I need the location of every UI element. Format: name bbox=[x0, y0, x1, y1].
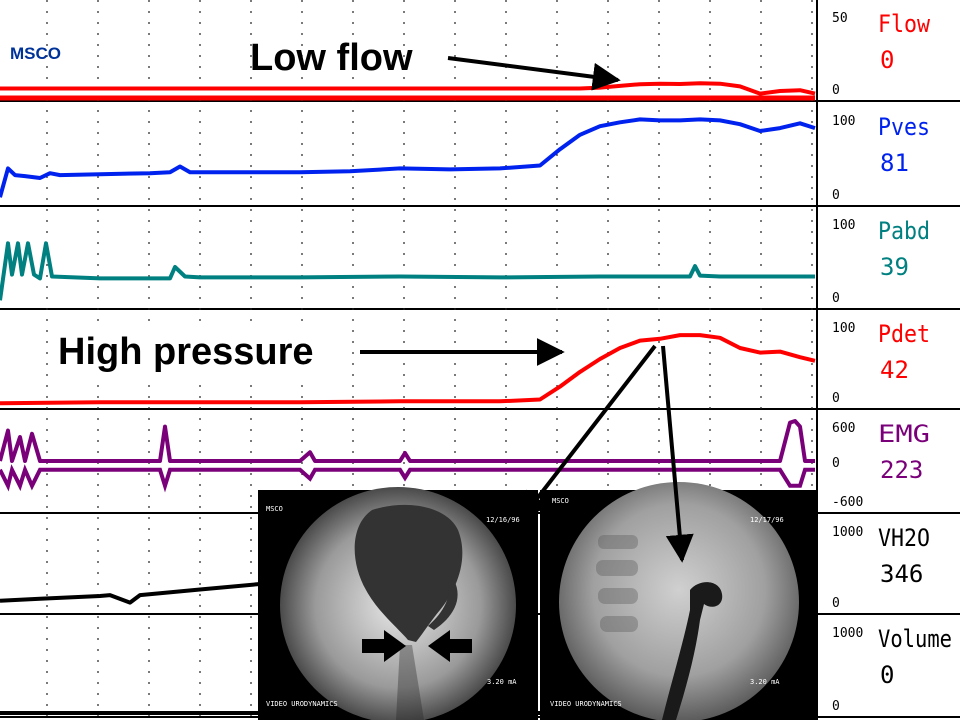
trace-pves bbox=[0, 117, 816, 198]
channel-panel: 500Flow01000Pves811000Pabd391000Pdet4260… bbox=[832, 10, 952, 714]
right-marker-arrow bbox=[428, 630, 472, 662]
scale-mid-emg: 0 bbox=[832, 456, 840, 471]
left-marker-arrow bbox=[362, 630, 406, 662]
xray-image-right: MSCO 12/17/96 3.20 mA VIDEO URODYNAMICS bbox=[540, 482, 818, 720]
label-backing bbox=[50, 325, 350, 377]
xray-left-footer: VIDEO URODYNAMICS bbox=[266, 700, 338, 708]
high-pressure-label: High pressure bbox=[58, 331, 314, 373]
channel-name-pves: Pves bbox=[878, 113, 930, 141]
scale-top-pdet: 100 bbox=[832, 321, 855, 336]
trace-pdet bbox=[0, 333, 816, 406]
trace-emg bbox=[0, 419, 815, 463]
channel-value-vh2o: 346 bbox=[880, 560, 923, 588]
channel-name-vh2o: VH2O bbox=[878, 524, 930, 552]
channel-name-emg: EMG bbox=[878, 420, 930, 448]
low-flow-arrow bbox=[447, 56, 621, 91]
scale-top-pabd: 100 bbox=[832, 218, 855, 233]
xray-right-brand: MSCO bbox=[552, 497, 569, 505]
channel-name-volume: Volume bbox=[878, 625, 952, 653]
scale-bottom-vh2o: 0 bbox=[832, 596, 840, 611]
trace-emg-lower bbox=[0, 464, 815, 493]
xray-right-footer: VIDEO URODYNAMICS bbox=[550, 700, 622, 708]
channel-value-flow: 0 bbox=[880, 46, 894, 74]
scale-bottom-pves: 0 bbox=[832, 188, 840, 203]
channel-name-flow: Flow bbox=[878, 10, 930, 38]
bladder-shape bbox=[354, 504, 463, 642]
image-pointer-arrows bbox=[520, 344, 694, 563]
trace-flow bbox=[0, 81, 816, 96]
pointer-arrow-right bbox=[661, 345, 694, 563]
low-flow-label: Low flow bbox=[250, 37, 413, 79]
channel-name-pdet: Pdet bbox=[878, 320, 930, 348]
xray-right-header: 12/17/96 bbox=[750, 516, 784, 524]
channel-value-pdet: 42 bbox=[880, 356, 909, 384]
xray-left-readout: 3.20 mA bbox=[487, 678, 517, 686]
scale-bottom-flow: 0 bbox=[832, 83, 840, 98]
channel-value-emg: 223 bbox=[880, 456, 923, 484]
channel-name-pabd: Pabd bbox=[878, 217, 930, 245]
low-flow-annotation: Low flow bbox=[250, 37, 621, 91]
channel-value-pabd: 39 bbox=[880, 253, 909, 281]
channel-value-pves: 81 bbox=[880, 149, 909, 177]
xray-right-readout: 3.20 mA bbox=[750, 678, 780, 686]
trace-pabd bbox=[0, 241, 815, 301]
scale-top-pves: 100 bbox=[832, 114, 855, 129]
channel-value-volume: 0 bbox=[880, 661, 894, 689]
xray-left-brand: MSCO bbox=[266, 505, 283, 513]
xray-left-header: 12/16/96 bbox=[486, 516, 520, 524]
scale-bottom-pabd: 0 bbox=[832, 291, 840, 306]
scale-bottom-pdet: 0 bbox=[832, 391, 840, 406]
scale-top-volume: 1000 bbox=[832, 626, 863, 641]
trace-vh2o bbox=[0, 582, 261, 605]
scale-top-emg: 600 bbox=[832, 421, 855, 436]
scale-bottom-emg: -600 bbox=[832, 495, 863, 510]
pointer-arrow-left bbox=[520, 344, 657, 521]
high-pressure-annotation: High pressure bbox=[50, 325, 565, 377]
xray-image-left: MSCO 12/16/96 3.20 mA VIDEO URODYNAMICS bbox=[258, 487, 538, 720]
scale-bottom-volume: 0 bbox=[832, 699, 840, 714]
scale-top-flow: 50 bbox=[832, 11, 848, 26]
scale-top-vh2o: 1000 bbox=[832, 525, 863, 540]
brand-label: MSCO bbox=[10, 44, 61, 63]
urethra-contrast bbox=[662, 582, 723, 720]
